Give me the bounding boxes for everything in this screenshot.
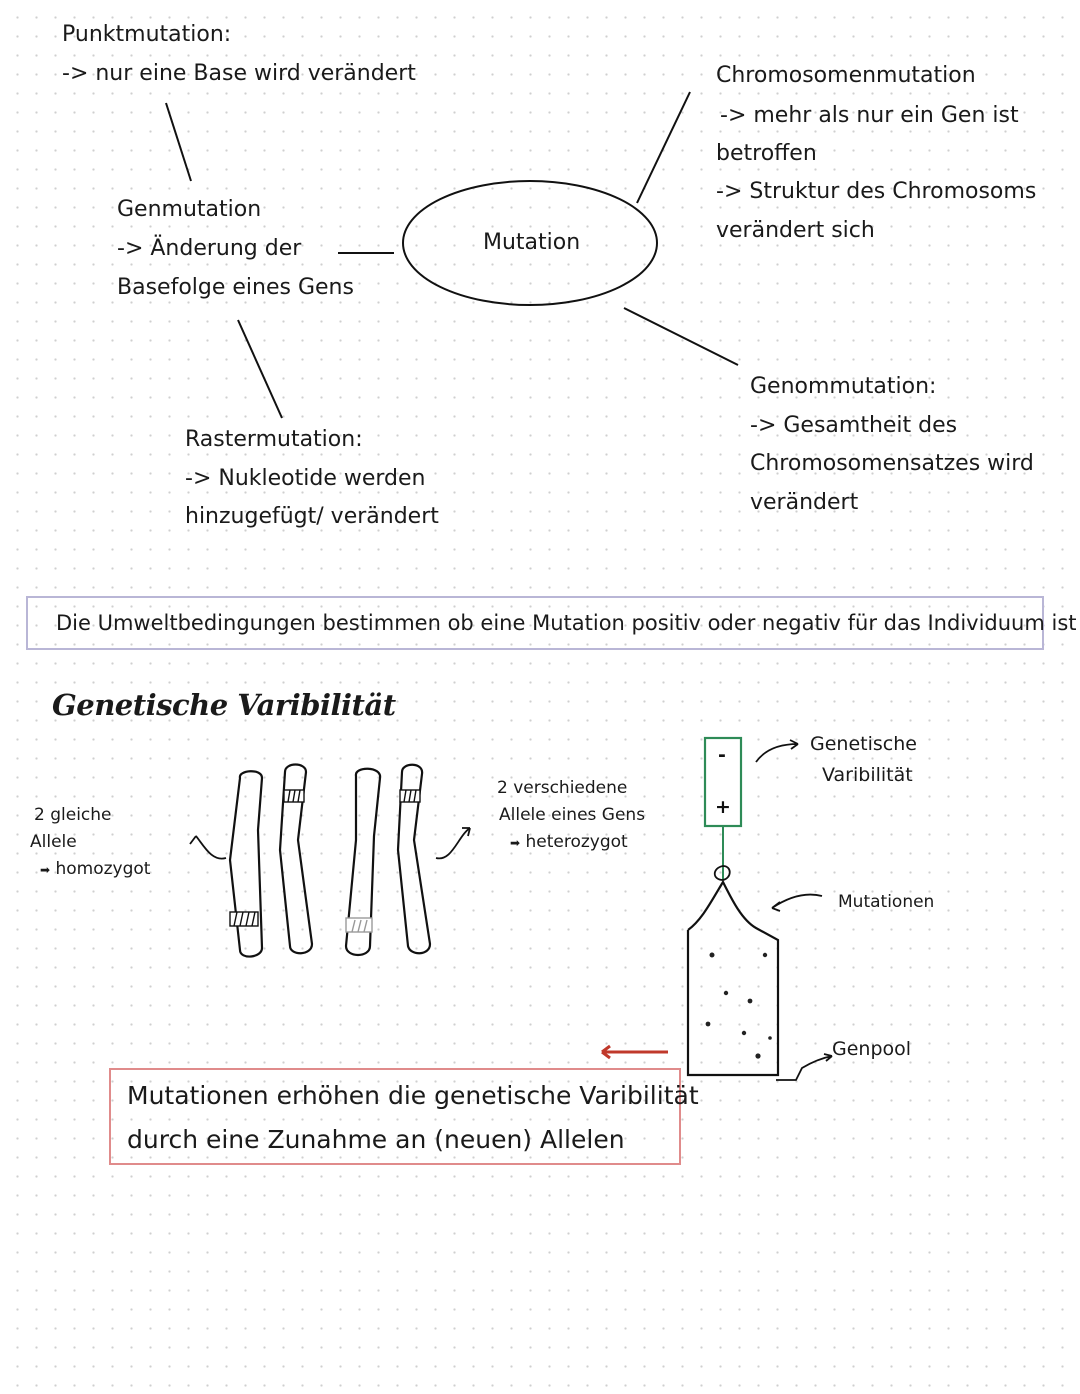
- connector-genom: [624, 308, 738, 365]
- genommutation-line3: verändert: [750, 484, 858, 522]
- chromosomenmutation-line1: -> mehr als nur ein Gen ist: [720, 97, 1019, 135]
- genommutation-line2: Chromosomensatzes wird: [750, 445, 1034, 483]
- conclusion-line1: Mutationen erhöhen die genetische Varibi…: [127, 1074, 679, 1118]
- genmutation-line1: -> Änderung der: [117, 230, 301, 268]
- arrow-icon: ➡: [510, 836, 520, 850]
- chromosomenmutation-title: Chromosomenmutation: [716, 57, 976, 95]
- heterozygot-note-line2: Allele eines Gens: [499, 804, 645, 826]
- label-genpool: Genpool: [832, 1036, 911, 1062]
- connector-gen-raster: [238, 320, 282, 418]
- beaker: [688, 882, 778, 1075]
- heterozygot-note-line1: 2 verschiedene: [497, 777, 627, 799]
- homozygot-note-line2: Allele: [30, 831, 77, 853]
- chromosomenmutation-line2: betroffen: [716, 135, 817, 173]
- section-title: Genetische Varibilität: [52, 688, 396, 722]
- chromosome-drawing: [190, 765, 470, 957]
- genmutation-title: Genmutation: [117, 191, 261, 229]
- heterozygot-label: heterozygot: [525, 832, 627, 852]
- rastermutation-line2: hinzugefügt/ verändert: [185, 498, 439, 536]
- heterozygot-note-line3: ➡ heterozygot: [510, 831, 628, 854]
- chromosomenmutation-line4: verändert sich: [716, 212, 875, 250]
- environment-statement: Die Umweltbedingungen bestimmen ob eine …: [26, 596, 1044, 650]
- chromosome-1: [230, 771, 262, 956]
- chromosomenmutation-line3: -> Struktur des Chromosoms: [716, 173, 1036, 211]
- genommutation-title: Genommutation:: [750, 368, 936, 406]
- particles: [706, 953, 772, 1059]
- conclusion-line2: durch eine Zunahme an (neuen) Allelen: [127, 1118, 679, 1162]
- punktmutation-title: Punktmutation:: [62, 16, 231, 54]
- arrow-heterozygot: [436, 828, 470, 858]
- punktmutation-text: -> nur eine Base wird verändert: [62, 55, 416, 93]
- genommutation-line1: -> Gesamtheit des: [750, 407, 957, 445]
- homozygot-note-line1: 2 gleiche: [34, 804, 112, 826]
- label-genetische: Genetische: [810, 731, 917, 757]
- rastermutation-title: Rastermutation:: [185, 421, 363, 459]
- connector-punkt-gen: [166, 103, 191, 181]
- arrow-homozygot: [190, 836, 226, 859]
- battery-minus: -: [718, 742, 726, 768]
- rastermutation-line1: -> Nukleotide werden: [185, 460, 425, 498]
- mutation-center-label: Mutation: [483, 224, 580, 262]
- connector-chromosom: [637, 92, 690, 203]
- arrow-red: [602, 1046, 668, 1058]
- genmutation-line2: Basefolge eines Gens: [117, 269, 354, 307]
- label-mutationen: Mutationen: [838, 891, 934, 913]
- label-varibilitaet: Varibilität: [822, 762, 913, 788]
- conclusion-box: Mutationen erhöhen die genetische Varibi…: [109, 1068, 681, 1165]
- arrow-icon: ➡: [40, 863, 50, 877]
- homozygot-label: homozygot: [55, 859, 150, 879]
- homozygot-note-line3: ➡ homozygot: [40, 858, 150, 881]
- battery-plus: +: [715, 794, 731, 820]
- genpool-drawing: [602, 738, 832, 1080]
